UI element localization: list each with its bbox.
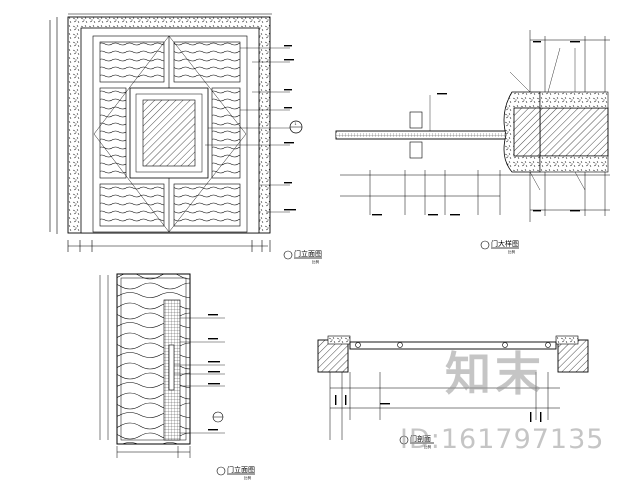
wall-left <box>317 339 349 373</box>
view-title: 门立面图 比例 <box>283 249 322 264</box>
door-handle <box>168 344 175 391</box>
door-elevation-view: 1 门立面图 比例 <box>49 13 322 264</box>
watermark-logo: 知末 <box>445 347 545 401</box>
section-mark: 1 <box>289 120 303 134</box>
door-swing-lines <box>93 35 247 233</box>
svg-text:1: 1 <box>295 122 297 126</box>
section-ticks <box>372 41 580 216</box>
plan-ticks <box>335 395 542 422</box>
view-title: 门剖面 比例 <box>399 434 434 449</box>
svg-text:比例: 比例 <box>244 475 251 480</box>
hinge-marks <box>355 342 551 348</box>
svg-text:门立面图: 门立面图 <box>227 465 255 474</box>
carved-relief <box>142 99 196 167</box>
jamb-section-detail: 门大样图 比例 <box>335 30 610 254</box>
plan-dimensions <box>329 372 560 440</box>
watermark-id: ID:161797135 <box>400 424 605 455</box>
svg-text:门大样图: 门大样图 <box>491 239 519 248</box>
svg-text:门剖面: 门剖面 <box>410 434 431 443</box>
leaf-dimensions <box>99 275 191 458</box>
wall-right <box>557 339 589 373</box>
svg-text:比例: 比例 <box>424 444 432 449</box>
leaf-leaders <box>174 317 225 434</box>
dimension-lines <box>49 13 272 252</box>
leaf-elevation-view: 门立面图 比例 <box>99 273 255 480</box>
leader-lines <box>205 47 290 213</box>
leaf-plan <box>349 341 557 350</box>
plan-section-view: 门剖面 比例 <box>317 335 589 449</box>
door-panels <box>99 36 241 232</box>
view-title: 门大样图 比例 <box>480 239 519 254</box>
leaf-ticks <box>208 314 220 431</box>
annotation-ticks <box>284 45 296 211</box>
leaf-hardware <box>409 111 423 129</box>
svg-text:门立面图: 门立面图 <box>294 249 322 258</box>
view-title: 门立面图 比例 <box>216 465 255 480</box>
svg-text:比例: 比例 <box>508 249 516 254</box>
section-leaders <box>509 47 586 191</box>
svg-text:比例: 比例 <box>312 259 320 264</box>
wall-section <box>539 107 609 157</box>
